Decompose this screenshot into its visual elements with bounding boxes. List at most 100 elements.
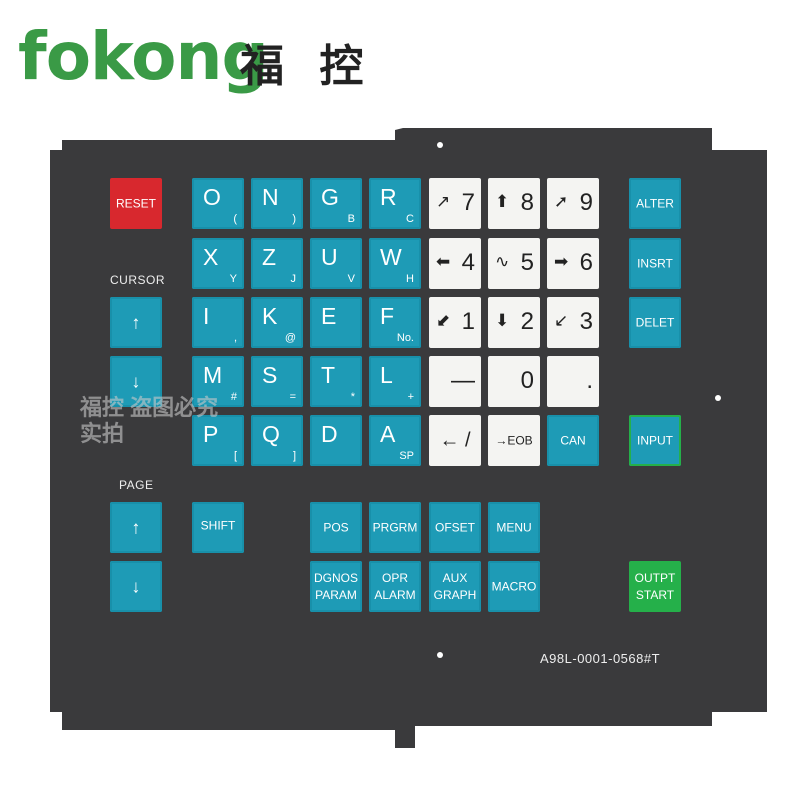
dgnos-label: DGNOS xyxy=(313,570,358,585)
prgrm-label: PRGRM xyxy=(372,520,418,534)
alter-key[interactable]: ALTER xyxy=(629,178,681,229)
key-i[interactable]: I, xyxy=(192,297,244,348)
reset-label: RESET xyxy=(115,196,156,210)
key-num-8[interactable]: ↙3 xyxy=(547,297,599,348)
page-down-key[interactable]: ↓ xyxy=(110,561,162,612)
menu-key[interactable]: MENU xyxy=(488,502,540,553)
key-e[interactable]: E xyxy=(310,297,362,348)
key-num-2[interactable]: ➚9 xyxy=(547,178,599,229)
key-num-5[interactable]: ➡6 xyxy=(547,238,599,289)
input-key[interactable]: INPUT xyxy=(629,415,681,466)
input-label: INPUT xyxy=(637,433,673,447)
key-num-10[interactable]: 0 xyxy=(488,356,540,407)
delet-label: DELET xyxy=(635,315,675,329)
part-number: A98L-0001-0568#T xyxy=(540,651,661,666)
reset-key[interactable]: RESET xyxy=(110,178,162,229)
key-q[interactable]: Q] xyxy=(251,415,303,466)
key-num-0[interactable]: ↗7 xyxy=(429,178,481,229)
key-sub-label: , xyxy=(233,332,237,344)
mounting-hole xyxy=(437,142,443,148)
key-d[interactable]: D xyxy=(310,415,362,466)
arrow-up-icon: ↑ xyxy=(131,312,141,332)
key-t[interactable]: T* xyxy=(310,356,362,407)
page-label: PAGE xyxy=(119,478,154,492)
slash-key[interactable]: ← / xyxy=(429,415,481,466)
key-num-11[interactable]: . xyxy=(547,356,599,407)
key-sub-label: ) xyxy=(292,213,296,225)
cursor-up-key[interactable]: ↑ xyxy=(110,297,162,348)
prgrm-key[interactable]: PRGRM xyxy=(369,502,421,553)
macro-label: MACRO xyxy=(491,579,537,593)
eob-label: →EOB xyxy=(495,433,533,447)
key-num-7[interactable]: ⬇2 xyxy=(488,297,540,348)
key-num-3[interactable]: ⬅4 xyxy=(429,238,481,289)
key-main-label: G xyxy=(321,184,339,210)
key-p[interactable]: P[ xyxy=(192,415,244,466)
key-number-label: 3 xyxy=(579,308,593,335)
key-sub-label: No. xyxy=(396,332,414,344)
eob-key[interactable]: →EOB xyxy=(488,415,540,466)
key-main-label: S xyxy=(262,362,278,388)
key-number-label: 8 xyxy=(520,189,534,216)
insrt-label: INSRT xyxy=(637,256,673,270)
outpt-label: OUTPT xyxy=(634,570,676,585)
macro-key[interactable]: MACRO xyxy=(488,561,540,612)
mounting-hole xyxy=(437,652,443,658)
fokong-logo: fokong xyxy=(18,18,269,95)
key-main-label: I xyxy=(203,303,210,329)
key-s[interactable]: S= xyxy=(251,356,303,407)
key-num-1[interactable]: ⬆8 xyxy=(488,178,540,229)
ofset-key[interactable]: OFSET xyxy=(429,502,481,553)
key-n[interactable]: N) xyxy=(251,178,303,229)
key-main-label: T xyxy=(321,362,336,388)
key-l[interactable]: L+ xyxy=(369,356,421,407)
key-m[interactable]: M# xyxy=(192,356,244,407)
page-up-key[interactable]: ↑ xyxy=(110,502,162,553)
key-number-label: — xyxy=(451,367,475,394)
arrow-down-icon: ↓ xyxy=(131,576,141,596)
key-main-label: U xyxy=(321,244,338,270)
direction-arrow-icon: ⬇ xyxy=(495,311,510,330)
direction-arrow-icon: ➚ xyxy=(554,192,569,211)
pos-key[interactable]: POS xyxy=(310,502,362,553)
key-main-label: W xyxy=(380,244,402,270)
key-num-9[interactable]: — xyxy=(429,356,481,407)
key-main-label: O xyxy=(203,184,221,210)
key-sub-label: ( xyxy=(233,213,237,225)
key-main-label: N xyxy=(262,184,279,210)
arrow-down-icon: ↓ xyxy=(131,371,141,391)
key-main-label: A xyxy=(380,421,396,447)
key-sub-label: H xyxy=(406,273,414,285)
can-key[interactable]: CAN xyxy=(547,415,599,466)
key-main-label: E xyxy=(321,303,337,329)
key-k[interactable]: K@ xyxy=(251,297,303,348)
key-main-label: X xyxy=(203,244,219,270)
can-label: CAN xyxy=(560,433,586,447)
key-num-4[interactable]: ∿5 xyxy=(488,238,540,289)
key-sub-label: J xyxy=(290,273,297,285)
shift-label: SHIFT xyxy=(200,518,236,533)
ofset-label: OFSET xyxy=(434,520,475,534)
cursor-down-key[interactable]: ↓ xyxy=(110,356,162,407)
key-num-6[interactable]: ⬋1 xyxy=(429,297,481,348)
pos-label: POS xyxy=(323,520,349,534)
watermark-line2: 实拍 xyxy=(80,421,125,446)
graph-label: GRAPH xyxy=(433,587,477,602)
shift-key[interactable]: SHIFT xyxy=(192,502,244,553)
key-sub-label: C xyxy=(406,213,414,225)
insrt-key[interactable]: INSRT xyxy=(629,238,681,289)
delet-key[interactable]: DELET xyxy=(629,297,681,348)
key-o[interactable]: O( xyxy=(192,178,244,229)
